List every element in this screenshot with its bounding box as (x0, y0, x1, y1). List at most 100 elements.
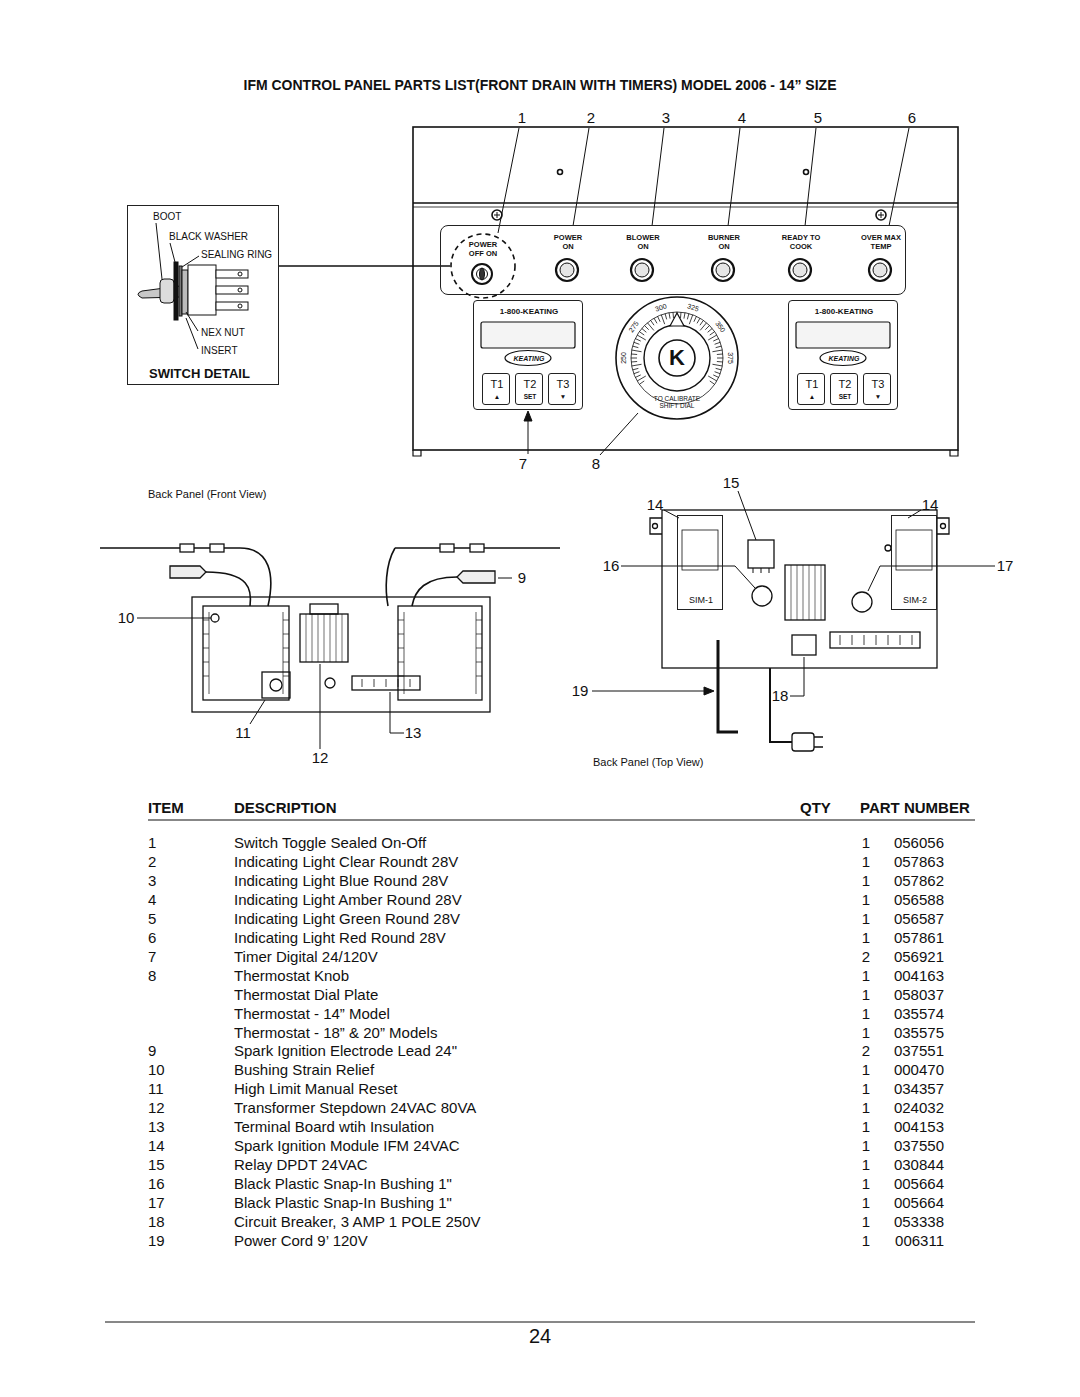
page-number: 24 (529, 1325, 551, 1348)
indicator-strip: POWER ONBLOWER ONBURNER ONREADY TO COOKO… (440, 225, 906, 295)
back-panel-top-view (852, 592, 872, 612)
panel-text: 300 (654, 302, 668, 313)
table-cell: 1 (862, 1062, 870, 1079)
control-panel-housing (413, 207, 958, 208)
table-cell: 15 (148, 1157, 165, 1174)
table-cell: 1 (862, 872, 870, 889)
panel-text: POWER ON (552, 234, 584, 251)
digital-timer: 1-800-KEATINGKEATINGT1▲T2SETT3▼ (788, 300, 898, 410)
timer-button: T2SET (515, 373, 543, 405)
dial-face (717, 361, 723, 363)
switch-illustration (238, 288, 242, 292)
back-panel-front-view (210, 544, 224, 552)
panel-text: SEALING RING (201, 249, 272, 261)
dial-face (631, 312, 723, 404)
table-cell: 8 (148, 967, 156, 984)
table-cell: PART NUMBER (860, 799, 970, 816)
table-cell: 4 (148, 891, 156, 908)
timer-button: T3 ▼ (548, 373, 576, 405)
table-cell: 1 (862, 1157, 870, 1174)
back-panel-front-view (262, 672, 290, 698)
back-panel-front-view (386, 548, 395, 606)
table-cell: 19 (148, 1232, 165, 1249)
panel-text: T3 (557, 378, 570, 391)
table-cell: Indicating Light Clear Roundt 28V (234, 853, 458, 870)
table-cell: 1 (862, 1232, 870, 1249)
back-panel-front-view (398, 606, 482, 700)
table-cell: 056921 (894, 948, 944, 965)
table-cell: 1 (862, 1175, 870, 1192)
switch-illustration (216, 286, 248, 294)
dial-face (694, 316, 697, 321)
callout-number: 7 (519, 455, 527, 472)
indicator-light (556, 259, 578, 281)
callout-number: 15 (723, 474, 740, 491)
panel-text: T2 (524, 378, 537, 391)
toggle-switch (472, 264, 492, 284)
table-cell: ITEM (148, 799, 184, 816)
dial-face (712, 350, 722, 352)
dial-face (687, 314, 689, 320)
toggle-switch (480, 268, 485, 280)
back-panel-front-view (457, 571, 495, 583)
indicator-light (793, 263, 807, 277)
back-panel-front-view (100, 544, 560, 712)
table-cell: 1 (862, 1081, 870, 1098)
dial-face (633, 346, 639, 348)
table-cell: 10 (148, 1062, 165, 1079)
rule-line (148, 819, 975, 820)
control-panel-housing (558, 170, 563, 175)
table-cell: 2 (862, 1043, 870, 1060)
leader-line (528, 418, 529, 454)
control-panel-housing (804, 170, 809, 175)
table-cell: 057863 (894, 853, 944, 870)
table-cell: Indicating Light Blue Round 28V (234, 872, 448, 889)
panel-text: SIM-1 (689, 595, 713, 605)
table-cell: 058037 (894, 986, 944, 1003)
table-cell: 6 (148, 929, 156, 946)
table-cell: 3 (148, 872, 156, 889)
back-panel-top-view (941, 524, 946, 529)
panel-text: T1 (806, 378, 819, 391)
table-cell: 13 (148, 1119, 165, 1136)
table-cell: 9 (148, 1043, 156, 1060)
dial-face (697, 318, 700, 323)
indicator-light (560, 263, 574, 277)
switch-illustration (138, 262, 248, 320)
back-panel-top-view (653, 524, 658, 529)
dial-face (680, 312, 682, 318)
panel-text: ▼ (560, 393, 566, 400)
back-panel-front-view (192, 597, 490, 712)
panel-text: 1-800-KEATING (815, 307, 874, 316)
switch-illustration (188, 265, 216, 315)
dial-face (631, 353, 637, 355)
callout-number: 19 (572, 682, 589, 699)
dial-face (644, 325, 648, 329)
table-cell: 1 (862, 1024, 870, 1041)
back-panel-top-view (770, 668, 792, 742)
panel-text: NEX NUT (201, 327, 245, 339)
back-panel-top-view (840, 635, 912, 645)
panel-text: OVER MAX TEMP (860, 234, 902, 251)
callout-number: 4 (738, 109, 746, 126)
dial-face (713, 375, 718, 378)
switch-illustration (216, 270, 248, 278)
dial-face (635, 339, 640, 342)
table-cell: 2 (148, 853, 156, 870)
callout-number: 11 (235, 724, 251, 741)
thermostat-dial: K250275300325350375TO CALIBRATE SHIFT DI… (615, 296, 739, 420)
callout-number: 8 (592, 455, 600, 472)
leader-line (908, 510, 921, 518)
table-cell: 057861 (894, 929, 944, 946)
table-cell: 053338 (894, 1213, 944, 1230)
panel-text: ▼ (875, 393, 881, 400)
leader-line (137, 618, 211, 619)
table-cell: 1 (862, 910, 870, 927)
leader-line (390, 692, 404, 733)
control-panel-housing (413, 127, 958, 450)
dial-face (717, 358, 723, 359)
back-panel-front-view (300, 614, 348, 662)
dial-face (716, 346, 722, 348)
dial-face (661, 315, 664, 324)
indicator-light (712, 259, 734, 281)
